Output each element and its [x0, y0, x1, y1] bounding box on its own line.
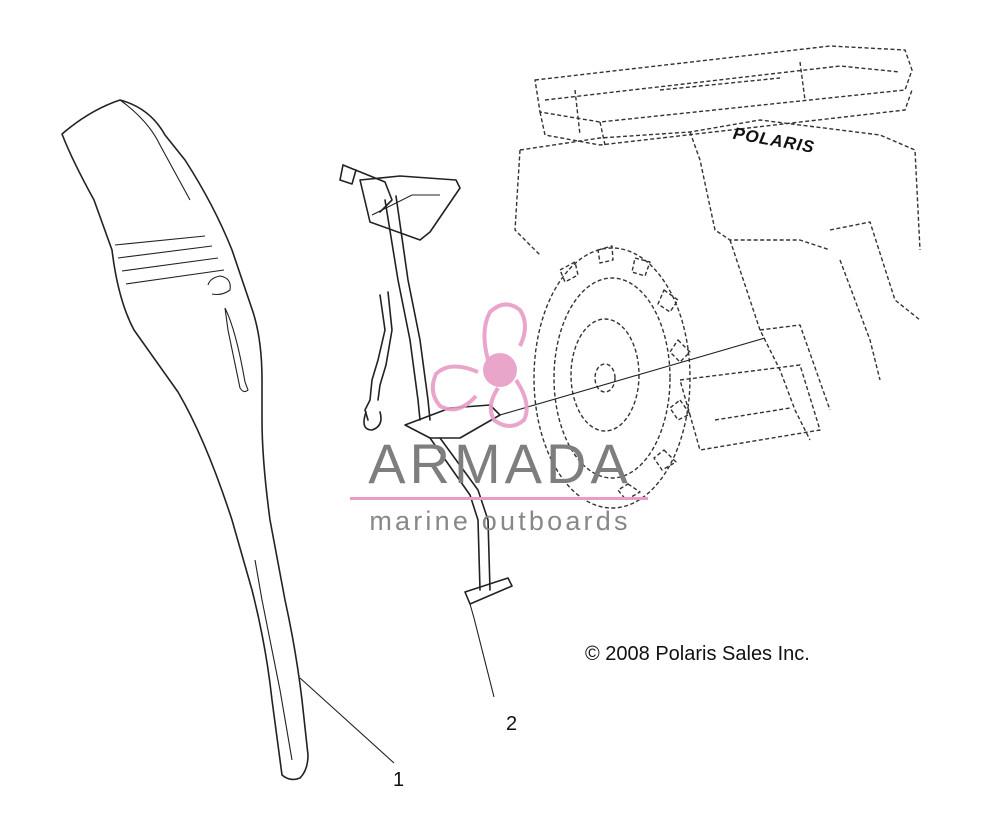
callout-2-label: 2: [506, 713, 517, 735]
watermark-title: ARMADA: [368, 432, 632, 495]
watermark-subtitle: marine outboards: [369, 506, 631, 536]
polaris-logo-text: POLARIS: [732, 124, 817, 157]
part-2-rack-bracket: [339, 164, 766, 619]
atv-rear-outline: [514, 45, 921, 509]
callout-leaders: [299, 617, 495, 764]
copyright-text: © 2008 Polaris Sales Inc.: [585, 643, 810, 665]
polaris-logo: POLARIS: [732, 124, 817, 157]
callout-1-label: 1: [393, 769, 404, 791]
watermark-divider: [350, 497, 648, 500]
propeller-icon: [430, 302, 529, 428]
part-1-gun-scabbard: [61, 99, 309, 781]
callout-1-leader: [299, 677, 395, 764]
callout-2-leader: [473, 617, 495, 698]
